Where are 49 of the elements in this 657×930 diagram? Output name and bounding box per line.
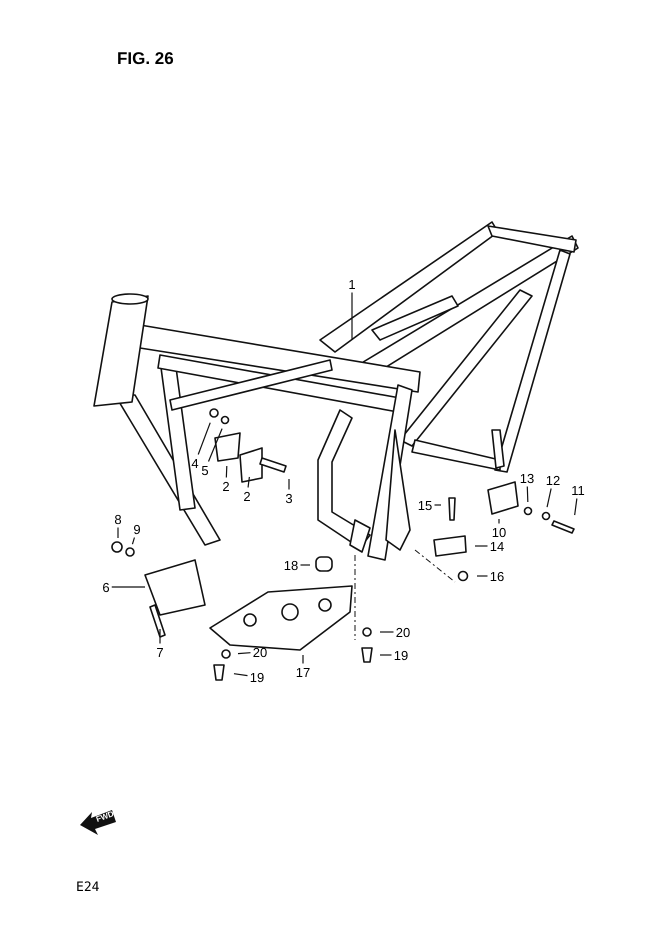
callout-number: 1 xyxy=(348,276,356,292)
callout-number: 19 xyxy=(250,670,264,684)
callout-number: 4 xyxy=(191,456,199,470)
leader-line xyxy=(302,655,304,664)
callout-number: 6 xyxy=(102,580,110,594)
callout-number: 8 xyxy=(114,512,122,526)
callout-number: 20 xyxy=(396,624,410,640)
callout-number: 9 xyxy=(133,522,141,536)
callout-number: 19 xyxy=(394,648,408,662)
callout-number: 12 xyxy=(546,472,560,488)
direction-label: FWD xyxy=(94,808,116,826)
callout-number: 20 xyxy=(252,644,268,660)
callout-number: 11 xyxy=(570,482,586,498)
leader-line xyxy=(546,488,552,508)
callout-number: 17 xyxy=(296,664,310,680)
leader-line xyxy=(238,652,251,654)
callout-number: 13 xyxy=(520,470,534,486)
leader-line xyxy=(380,631,394,633)
leader-line xyxy=(380,654,392,656)
callout-number: 2 xyxy=(243,488,251,504)
callout-number: 7 xyxy=(156,644,164,660)
leader-line xyxy=(226,466,228,478)
leader-line xyxy=(288,479,290,490)
leader-line xyxy=(159,629,161,644)
callout-number: 3 xyxy=(285,490,293,506)
callout-number: 10 xyxy=(492,524,506,540)
leader-line xyxy=(574,498,578,516)
leader-line xyxy=(234,673,248,676)
leader-line xyxy=(475,545,488,547)
leader-line xyxy=(351,292,353,340)
leader-line xyxy=(208,428,223,462)
leader-line xyxy=(300,564,310,566)
leader-line xyxy=(247,476,250,488)
leader-line xyxy=(477,575,488,577)
leader-line xyxy=(198,422,211,455)
leader-line xyxy=(526,486,528,502)
figure-title: FIG. 26 xyxy=(117,48,174,70)
callout-number: 15 xyxy=(418,498,432,512)
callout-number: 5 xyxy=(201,462,209,478)
callout-number: 14 xyxy=(490,538,504,554)
leader-line xyxy=(434,504,441,506)
callout-number: 18 xyxy=(284,558,298,572)
leader-line xyxy=(132,537,136,544)
callout-number: 2 xyxy=(222,478,230,494)
leader-line xyxy=(117,528,119,538)
leader-line xyxy=(112,586,145,588)
callout-number: 16 xyxy=(490,568,504,584)
model-code: E24 xyxy=(76,879,100,897)
leader-line xyxy=(498,519,500,524)
